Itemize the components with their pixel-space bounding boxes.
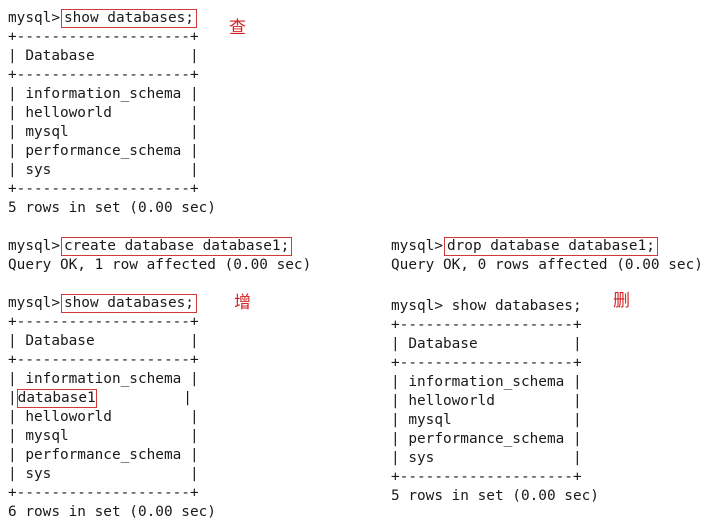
table-row: | performance_schema | (8, 143, 199, 159)
table-row-highlighted: |database1 | (8, 389, 192, 408)
table-row: | performance_schema | (8, 447, 199, 463)
result-summary: 5 rows in set (0.00 sec) (391, 488, 599, 504)
table-border-mid: +--------------------+ (8, 67, 199, 83)
table-border-top: +--------------------+ (8, 29, 199, 45)
table-row: | information_schema | (391, 374, 582, 390)
table-row: | information_schema | (8, 86, 199, 102)
prompt-line-show-3: mysql> show databases; (391, 297, 582, 316)
annotation-delete: 删 (613, 291, 630, 311)
command-show-databases-3: show databases; (451, 298, 582, 314)
table-border-top: +--------------------+ (391, 317, 582, 333)
prompt-line-drop: mysql>drop database database1; (391, 237, 658, 256)
annotation-add: 增 (234, 293, 251, 313)
table-border-mid: +--------------------+ (391, 355, 582, 371)
table-row: | sys | (8, 466, 199, 482)
table-border-top: +--------------------+ (8, 314, 199, 330)
row-prefix: | (8, 390, 17, 406)
command-show-databases-1: show databases; (60, 9, 197, 28)
table-border-mid: +--------------------+ (8, 352, 199, 368)
table-row: | mysql | (391, 412, 582, 428)
table-row: | performance_schema | (391, 431, 582, 447)
result-summary: 5 rows in set (0.00 sec) (8, 200, 216, 216)
table-row: | helloworld | (8, 409, 199, 425)
table-header: | Database | (8, 333, 199, 349)
mysql-prompt: mysql> (391, 238, 443, 254)
table-border-bottom: +--------------------+ (391, 469, 582, 485)
prompt-line-show-2: mysql>show databases; (8, 294, 197, 313)
result-drop: Query OK, 0 rows affected (0.00 sec) (391, 257, 703, 273)
mysql-prompt: mysql> (8, 295, 60, 311)
table-row: | information_schema | (8, 371, 199, 387)
table-row: | helloworld | (8, 105, 199, 121)
mysql-prompt: mysql> (8, 238, 60, 254)
table-border-bottom: +--------------------+ (8, 485, 199, 501)
mysql-prompt: mysql> (8, 10, 60, 26)
row-suffix: | (96, 390, 192, 406)
command-drop-database: drop database database1; (443, 237, 658, 256)
table-header: | Database | (391, 336, 582, 352)
prompt-line-create: mysql>create database database1; (8, 237, 293, 256)
highlight-database1: database1 (16, 389, 97, 408)
result-summary: 6 rows in set (0.00 sec) (8, 504, 216, 520)
annotation-query: 查 (229, 18, 246, 38)
table-border-bottom: +--------------------+ (8, 181, 199, 197)
mysql-prompt: mysql> (391, 298, 443, 314)
table-row: | helloworld | (391, 393, 582, 409)
table-row: | sys | (8, 162, 199, 178)
command-show-databases-2: show databases; (60, 294, 197, 313)
command-create-database: create database database1; (60, 237, 293, 256)
result-create: Query OK, 1 row affected (0.00 sec) (8, 257, 312, 273)
table-row: | mysql | (8, 428, 199, 444)
table-row: | sys | (391, 450, 582, 466)
table-row: | mysql | (8, 124, 199, 140)
prompt-line-show-1: mysql>show databases; (8, 9, 197, 28)
table-header: | Database | (8, 48, 199, 64)
